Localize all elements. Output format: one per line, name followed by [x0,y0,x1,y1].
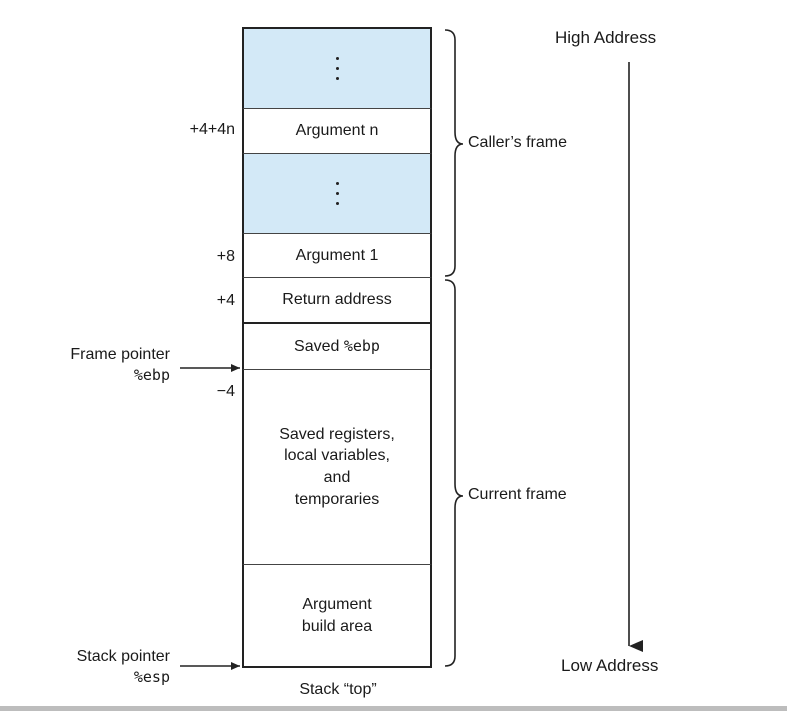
cell-saved-ebp-label: Saved %ebp [294,336,380,358]
argument-build-line: build area [301,617,373,635]
stack-pointer-text: Stack pointer [76,648,170,665]
cell-argument-build-area: Argument build area [242,565,432,668]
saved-ebp-register: %ebp [343,336,380,355]
callers-frame-brace [444,29,464,277]
current-frame-label: Current frame [468,486,567,503]
saved-ebp-prefix: Saved [294,337,344,355]
offset-argument-n: +4+4n [189,121,235,138]
cell-return-address: Return address [242,278,432,324]
argument-build-line: Argument [302,595,372,613]
stack-column: Argument n Argument 1 Return address Sav… [242,27,434,668]
cell-argument-build-text: Argument build area [302,594,372,637]
stack-pointer-register: %esp [133,667,170,686]
low-address-label: Low Address [561,656,659,675]
frame-pointer-register: %ebp [133,365,170,384]
cell-saved-registers: Saved registers, local variables, and te… [242,370,432,565]
cell-argument-1: Argument 1 [242,234,432,278]
stack-pointer-label: Stack pointer %esp [0,647,170,687]
bottom-divider [0,706,787,711]
caller-ellipsis-cell-upper [242,27,432,109]
current-frame-brace [444,279,464,667]
cell-argument-n: Argument n [242,109,432,154]
high-address-label: High Address [555,28,657,47]
offset-argument-1: +8 [216,248,235,265]
cell-saved-registers-text: Saved registers, local variables, and te… [279,424,395,510]
saved-registers-line: local variables, [284,447,390,465]
ellipsis-icon [335,182,339,205]
cell-return-address-label: Return address [282,291,392,309]
frame-pointer-text: Frame pointer [70,346,170,363]
saved-registers-line: temporaries [294,490,380,508]
stack-top-label: Stack “top” [299,681,377,698]
cell-saved-ebp: Saved %ebp [242,324,432,370]
offset-minus-4: −4 [216,383,235,400]
frame-pointer-label: Frame pointer %ebp [0,345,170,385]
cell-argument-n-label: Argument n [295,122,379,140]
callers-frame-label: Caller’s frame [468,134,567,151]
offset-return-address: +4 [216,292,235,309]
cell-argument-1-label: Argument 1 [295,246,379,264]
ellipsis-icon [335,57,339,80]
caller-ellipsis-cell-lower [242,154,432,234]
saved-registers-line: Saved registers, [279,425,395,443]
saved-registers-line: and [323,469,351,486]
